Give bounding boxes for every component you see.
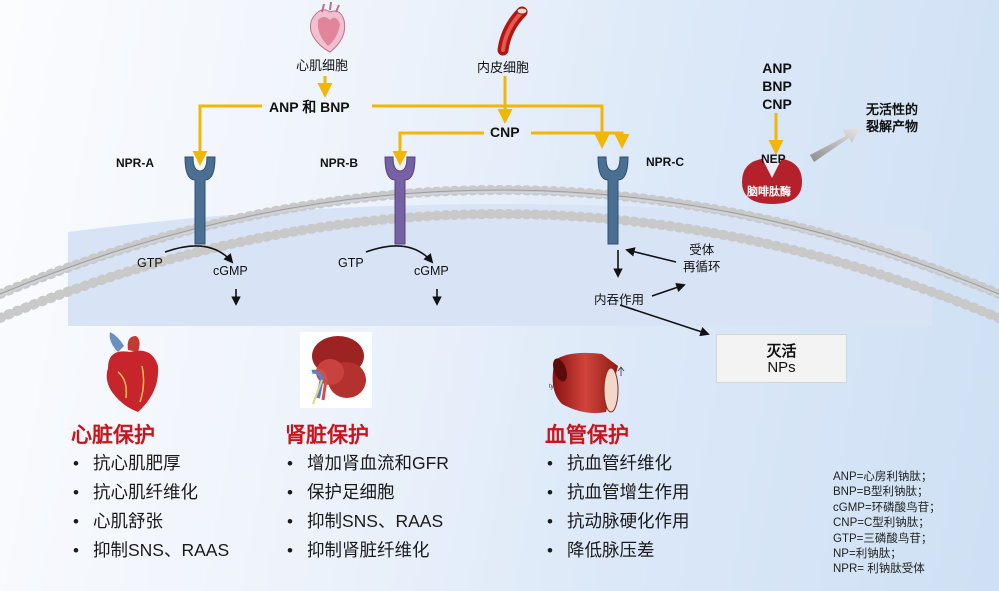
endothelial-label: 内皮细胞 xyxy=(477,60,530,75)
npr-a-label: NPR-A xyxy=(116,156,154,170)
cardiomyocyte-label: 心肌细胞 xyxy=(296,58,349,73)
inactive-products-label: 无活性的 裂解产物 xyxy=(866,102,919,134)
abbreviation-item: BNP=B型利钠肽； xyxy=(833,486,929,499)
abbreviation-item: NPR= 利钠肽受体 xyxy=(833,563,925,576)
signal-arrows xyxy=(164,245,710,337)
substrate-cnp: CNP xyxy=(762,96,792,112)
nep-substrate-list: ANP BNP CNP xyxy=(758,59,796,113)
receptor-npr-b xyxy=(384,156,416,245)
abbreviation-item: GTP=三磷酸鸟苷； xyxy=(833,532,933,545)
list-item: 降低脉压差 xyxy=(543,536,690,565)
abbreviation-item: cGMP=环磷酸鸟苷； xyxy=(833,501,941,514)
endocytosis-label: 内吞作用 xyxy=(594,293,645,307)
list-item: 抑制肾脏纤维化 xyxy=(283,536,449,565)
inactivation-title: 灭活 xyxy=(766,343,797,360)
nep-label: NEP xyxy=(761,152,786,166)
list-item: 抗动脉硬化作用 xyxy=(543,507,690,536)
arrow-gtp-cgmp-a xyxy=(164,245,234,264)
heart-protection-list: 抗心肌肥厚 抗心肌纤维化 心肌舒张 抑制SNS、RAAS xyxy=(69,449,229,565)
vessel-organ-icon: ty xyxy=(549,352,625,413)
list-item: 抗心肌纤维化 xyxy=(69,478,229,507)
cgmp-label-a: cGMP xyxy=(213,264,248,278)
receptor-npr-a xyxy=(184,156,216,245)
arrow-anp-to-nprc xyxy=(372,104,610,149)
kidney-protection-list: 增加肾血流和GFR 保护足细胞 抑制SNS、RAAS 抑制肾脏纤维化 xyxy=(283,449,449,565)
list-item: 保护足细胞 xyxy=(283,478,449,507)
list-item: 抑制SNS、RAAS xyxy=(69,536,229,565)
list-item: 心肌舒张 xyxy=(69,507,229,536)
enzyme-name-label: 脑啡肽酶 xyxy=(747,186,791,198)
arrow-to-inactivation xyxy=(619,304,710,337)
cardiomyocyte-icon xyxy=(309,1,346,53)
heart-organ-icon xyxy=(106,332,159,412)
list-item: 抗心肌肥厚 xyxy=(69,449,229,478)
abbreviation-item: ANP=心房利钠肽； xyxy=(833,471,933,483)
arrow-cnp-to-nprb xyxy=(392,131,484,166)
cell-membrane xyxy=(0,185,999,323)
gtp-label-a: GTP xyxy=(137,256,163,270)
vessel-protection-title: 血管保护 xyxy=(545,424,629,447)
inactivation-subject: NPs xyxy=(767,359,796,376)
abbreviation-item: CNP=C型利钠肽； xyxy=(833,517,930,530)
npr-b-label: NPR-B xyxy=(320,156,358,170)
abbreviation-legend: ANP=心房利钠肽； BNP=B型利钠肽； cGMP=环磷酸鸟苷； CNP=C型… xyxy=(833,470,941,578)
arrow-gtp-cgmp-b xyxy=(365,245,434,264)
arrow-recycle-to-receptor xyxy=(625,247,677,263)
anp-bnp-label: ANP 和 BNP xyxy=(269,99,350,115)
vessel-protection-list: 抗血管纤维化 抗血管增生作用 抗动脉硬化作用 降低脉压差 xyxy=(543,449,690,565)
receptor-recycle-label: 受体 再循环 xyxy=(683,243,721,274)
abbreviation-item: NP=利钠肽； xyxy=(833,548,902,561)
list-item: 抗血管纤维化 xyxy=(543,449,690,478)
list-item: 抑制SNS、RAAS xyxy=(283,507,449,536)
nep-enzyme xyxy=(742,158,802,204)
list-item: 增加肾血流和GFR xyxy=(283,449,449,478)
substrate-anp: ANP xyxy=(762,60,792,76)
substrate-bnp: BNP xyxy=(762,78,792,94)
npr-c-label: NPR-C xyxy=(646,155,684,169)
arrow-endocytosis-to-recycle xyxy=(651,282,686,297)
gtp-label-b: GTP xyxy=(338,256,364,270)
cleavage-arrow xyxy=(810,128,860,162)
svg-text:ty: ty xyxy=(549,384,554,390)
inactivation-box: 灭活 NPs xyxy=(716,334,847,383)
receptor-npr-c xyxy=(597,156,629,245)
list-item: 抗血管增生作用 xyxy=(543,478,690,507)
kidney-protection-title: 肾脏保护 xyxy=(285,424,369,447)
cnp-label: CNP xyxy=(490,124,520,140)
kidney-organ-icon xyxy=(300,332,372,408)
cgmp-label-b: cGMP xyxy=(414,264,449,278)
heart-protection-title: 心脏保护 xyxy=(71,424,155,447)
arrow-anp-to-npra xyxy=(192,104,262,166)
endothelial-tube-icon xyxy=(497,6,528,56)
ligand-flow-arrows xyxy=(192,76,784,166)
arrow-cnp-to-nprc xyxy=(531,131,630,149)
